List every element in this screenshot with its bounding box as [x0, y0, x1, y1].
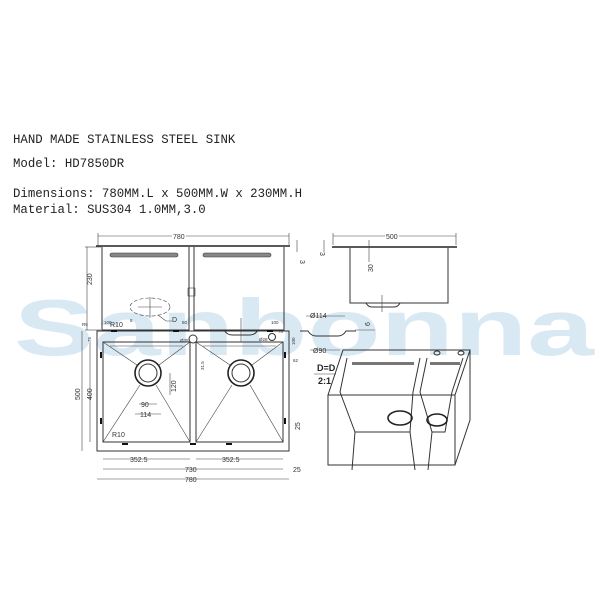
- drain-outer-dim-label: 114: [140, 412, 151, 419]
- drain-detail: Ø114 6 Ø90 D=D 2:1: [300, 313, 375, 386]
- side-width-label: 500: [386, 234, 398, 241]
- right-vertical-label: 100: [291, 337, 296, 345]
- inner-height-label: 400: [87, 388, 94, 400]
- left-small-label: 8: [130, 318, 133, 323]
- section-label: D=D: [317, 363, 336, 373]
- product-title: HAND MADE STAINLESS STEEL SINK: [13, 132, 236, 147]
- right-offset-label: 100: [271, 320, 279, 325]
- drain-outer-label: Ø114: [310, 313, 327, 320]
- side-view: 500 30 3: [318, 232, 457, 312]
- watermark: Sanbonna: [14, 283, 595, 372]
- side-depth-label: 30: [368, 264, 375, 272]
- front-view: 780 230 R10 D 3: [85, 232, 305, 342]
- hole-left-label: Ø35: [180, 338, 189, 343]
- outer-length-label: 780: [185, 477, 197, 484]
- drain-inner-dim-label: 90: [141, 402, 149, 409]
- basin-left-width-label: 352.5: [130, 457, 148, 464]
- hole-right-label: Ø28: [259, 337, 268, 342]
- outer-height-label: 500: [75, 388, 82, 400]
- model-label: Model: HD7850DR: [13, 156, 125, 171]
- front-flange-label: 3: [298, 260, 305, 264]
- drain-inner-label: Ø90: [313, 348, 326, 355]
- detail-d-label: D: [172, 317, 177, 324]
- center-offset-label: 50: [182, 320, 188, 325]
- right-small-label: 70: [278, 329, 284, 334]
- front-height-label: 230: [87, 273, 94, 285]
- corner-radius-label: R5: [82, 322, 88, 327]
- edge-25-label: 25: [293, 467, 301, 474]
- material-label: Material: SUS304 1.0MM,3.0: [13, 202, 206, 217]
- front-radius-label: R10: [110, 322, 123, 329]
- front-length-label: 780: [173, 234, 185, 241]
- dimensions-label: Dimensions: 780MM.L x 500MM.W x 230MM.H: [13, 186, 303, 201]
- center-31-label: 31.5: [200, 361, 205, 370]
- bottom-25-label: 25: [295, 422, 302, 430]
- top-left-offset-label: 100: [104, 320, 112, 325]
- inner-length-label: 730: [185, 467, 197, 474]
- side-flange-label: 3: [318, 252, 325, 256]
- isometric-view: [327, 349, 471, 471]
- drain-offset-label: 120: [171, 380, 178, 392]
- basin-right-width-label: 352.5: [222, 457, 240, 464]
- left-top-label: 75: [87, 336, 92, 342]
- side-62-label: 62: [293, 358, 299, 363]
- drain-thickness-label: 6: [365, 322, 372, 326]
- basin-radius-label: R10: [112, 432, 125, 439]
- top-view: R5 100 8 50 Ø35 Ø28 100 70 100 62 75 500…: [75, 318, 302, 484]
- scale-label: 2:1: [318, 376, 331, 386]
